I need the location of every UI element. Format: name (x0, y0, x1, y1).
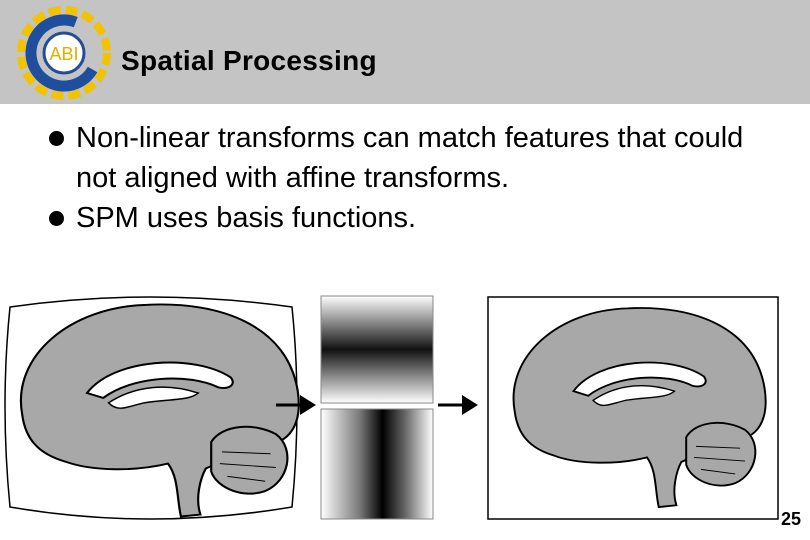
bullet-dot-icon (49, 131, 64, 146)
bullet-text: SPM uses basis functions. (76, 202, 416, 234)
bullet-text: Non-linear transforms can match features… (76, 122, 743, 194)
bullet-list: Non-linear transforms can match features… (46, 118, 786, 238)
bullet-item: SPM uses basis functions. (46, 198, 786, 238)
slide-header: ABI Spatial Processing (0, 0, 810, 104)
basis-function-vertical (321, 409, 433, 519)
abi-logo: ABI (16, 5, 112, 101)
page-number: 25 (781, 509, 801, 530)
spatial-normalization-figure (0, 285, 810, 525)
slide-title: Spatial Processing (121, 45, 377, 77)
bullet-dot-icon (49, 211, 64, 226)
bullet-item: Non-linear transforms can match features… (46, 118, 786, 198)
basis-function-horizontal (321, 296, 433, 403)
right-arrow-icon (438, 395, 478, 415)
svg-text:ABI: ABI (49, 44, 78, 64)
